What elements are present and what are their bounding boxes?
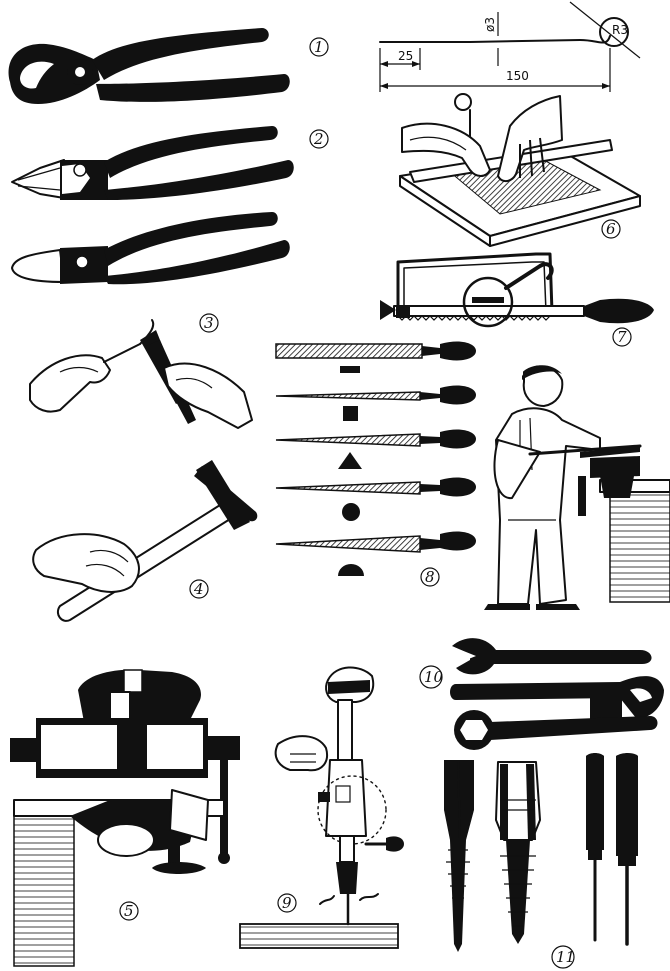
label-1: 1 [314,38,324,56]
wire-dimension-drawing: 25 150 ø3 R3 [379,1,641,92]
combination-pliers [11,126,294,200]
label-9: 9 [282,894,292,912]
wire-bending-hands [399,93,641,247]
open-end-wrench [452,638,652,675]
square-file [275,385,476,405]
box-end-wrench [454,710,658,750]
profile-triangle [338,452,362,469]
half-round-file [275,531,476,553]
phillips-screwdriver-tip [444,759,474,952]
label-8: 8 [425,568,435,586]
dimension-diameter: ø3 [483,17,497,32]
adjustable-wrench [450,676,664,720]
label-11: 11 [556,948,575,966]
label-10: 10 [424,668,444,686]
profile-square [343,406,358,421]
profile-circle [342,503,360,521]
screwdrivers-pair [586,753,638,946]
hacksaw [380,252,654,328]
bench-vise [10,669,240,967]
hand-holding-hammer [32,460,258,622]
label-4: 4 [193,580,204,598]
label-7: 7 [617,328,627,346]
label-5: 5 [124,902,134,920]
profile-half-circle [338,564,364,576]
dimension-25: 25 [398,49,413,63]
triangular-file [275,429,476,449]
hands-bending-wire [29,319,253,429]
label-3: 3 [204,314,214,332]
end-nippers-pliers [8,28,290,104]
worker-at-vise [484,365,670,610]
label-2: 2 [313,130,324,148]
dimension-radius: R3 [612,23,628,37]
label-6: 6 [606,220,616,238]
profile-rectangle [340,366,360,373]
dimension-150: 150 [506,69,529,83]
flat-screwdriver-tip [495,761,541,944]
flat-file [275,341,476,361]
files-set [275,341,476,576]
hand-drill [239,666,404,949]
round-nose-pliers [11,212,290,285]
round-file [275,477,476,497]
